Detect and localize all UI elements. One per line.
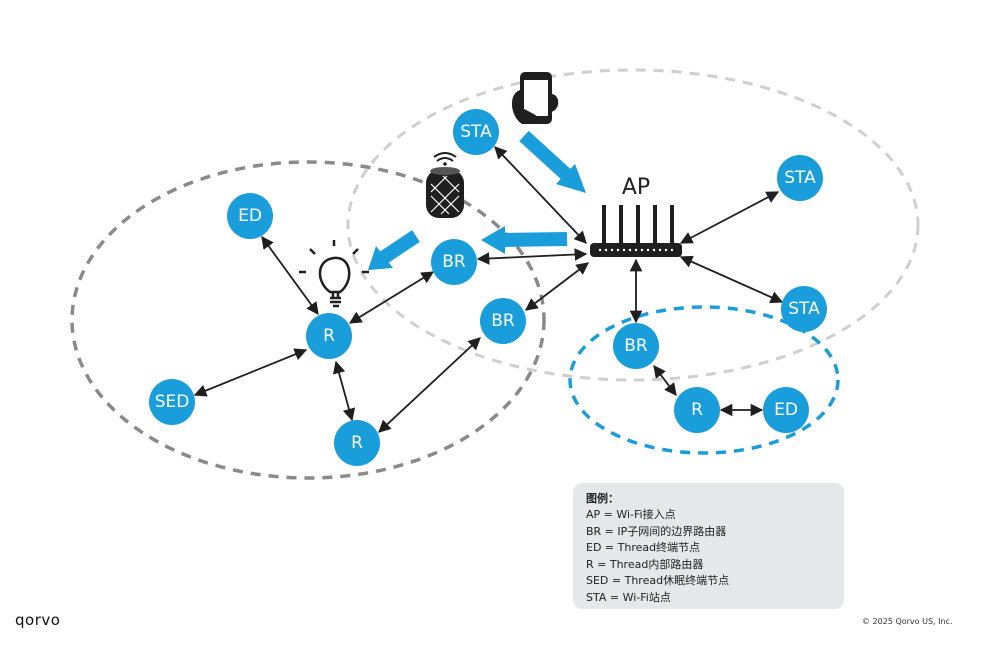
link-ap-sta-right-top — [679, 191, 780, 244]
ap-label: AP — [622, 175, 650, 200]
link-br-r — [348, 271, 435, 324]
node-label: STA — [784, 168, 816, 188]
node-r-left: R — [306, 313, 352, 359]
node-br-mid: BR — [480, 298, 526, 344]
legend-title: 图例： — [586, 492, 619, 505]
node-sed: SED — [149, 379, 195, 425]
flow-arrow-phone-to-ap — [519, 130, 586, 193]
node-label: ED — [238, 206, 262, 226]
link-ed-r — [261, 235, 319, 316]
smartphone-icon — [511, 72, 559, 124]
node-label: STA — [788, 299, 820, 319]
thread-network-ellipse-left — [70, 160, 546, 480]
node-ed-left: ED — [227, 193, 273, 239]
flow-arrow-to-bulb — [368, 230, 420, 270]
legend-item: ED = Thread终端节点 — [586, 541, 701, 554]
link-br-ap — [476, 248, 588, 265]
smart-speaker-icon — [426, 152, 464, 218]
link-r-sed — [193, 348, 308, 397]
link-sta-ap — [494, 146, 587, 244]
node-label: R — [351, 433, 363, 453]
node-label: BR — [442, 252, 466, 272]
link-r-br-mid — [378, 337, 481, 433]
copyright-text: © 2025 Qorvo US, Inc. — [862, 617, 953, 626]
link-br-blue-r — [653, 364, 677, 397]
thread-network-ellipse-blue — [568, 305, 840, 455]
wifi-network-ellipse — [346, 68, 920, 382]
flow-arrow-ap-to-br — [481, 226, 568, 254]
node-label: BR — [624, 336, 648, 356]
light-bulb-icon — [299, 240, 369, 308]
qorvo-logo: qorvo — [15, 611, 61, 629]
node-label: ED — [774, 400, 798, 420]
link-br-mid-ap — [524, 262, 590, 311]
legend-list: AP = Wi-Fi接入点 BR = IP子网间的边界路由器 ED = Thre… — [586, 507, 729, 606]
node-ed-blue: ED — [763, 387, 809, 433]
node-br-center: BR — [431, 239, 477, 285]
node-label: R — [323, 326, 335, 346]
node-sta-right-top: STA — [777, 155, 823, 201]
legend: 图例： AP = Wi-Fi接入点 BR = IP子网间的边界路由器 ED = … — [573, 483, 844, 609]
link-r-r — [332, 360, 356, 422]
node-sta-right: STA — [781, 286, 827, 332]
legend-item: BR = IP子网间的边界路由器 — [586, 524, 727, 538]
connection-links — [193, 146, 784, 433]
node-sta-top: STA — [453, 109, 499, 155]
legend-item: AP = Wi-Fi接入点 — [586, 508, 676, 521]
link-ap-sta-right — [679, 255, 784, 304]
router-icon — [590, 205, 682, 257]
node-label: BR — [491, 311, 515, 331]
legend-item: STA = Wi-Fi站点 — [586, 590, 671, 604]
legend-item: SED = Thread休眠终端节点 — [586, 574, 730, 587]
node-label: R — [691, 400, 703, 420]
node-label: STA — [460, 122, 492, 142]
node-r-blue: R — [674, 387, 720, 433]
legend-item: R = Thread内部路由器 — [586, 557, 704, 571]
node-label: SED — [155, 392, 190, 412]
node-br-blue: BR — [613, 323, 659, 369]
node-r-bottom: R — [334, 420, 380, 466]
